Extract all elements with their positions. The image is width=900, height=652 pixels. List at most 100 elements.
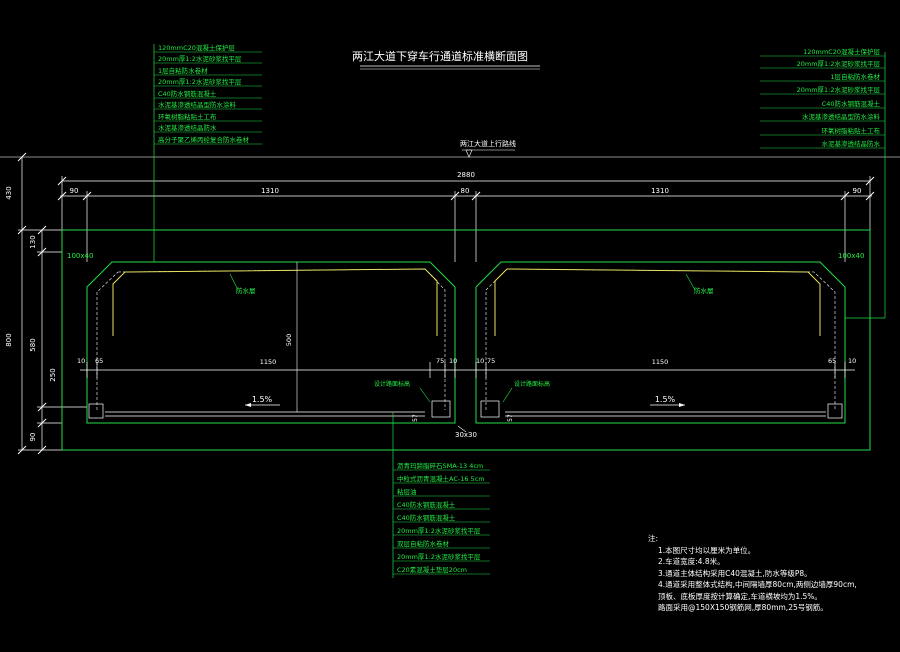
dim-10-a: 10 (77, 357, 85, 365)
note-6: 路面采用@150X150钢筋网,厚80mm,25号钢筋。 (658, 603, 828, 612)
right-cell (475, 261, 846, 424)
dim-57-a: 57 (412, 414, 419, 422)
drain-30x30-leader (457, 425, 467, 433)
drain-label-left: 设计路面标高 (374, 380, 410, 388)
dim-90-left: 90 (70, 187, 79, 195)
waterproof-leader-right (685, 273, 696, 291)
right-yellow-line (494, 268, 821, 336)
layer-tl-9: 高分子聚乙烯丙纶复合防水卷材 (158, 135, 250, 144)
layer-b-3: 粘层油 (397, 487, 417, 496)
dim-10-b: 10 (449, 357, 457, 365)
drain-label-right: 设计路面标高 (514, 380, 550, 388)
drain-leader-right (502, 387, 513, 403)
dim-250: 250 (49, 368, 57, 381)
layer-tl-6: 水泥基渗透结晶型防水涂料 (158, 100, 237, 109)
center-marker-icon (465, 149, 473, 158)
layer-callout-bottom (392, 412, 490, 578)
left-yellow-line (112, 268, 438, 336)
dim-ticks-left (17, 152, 47, 455)
layer-b-2: 中粒式沥青混凝土AC-16 5cm (397, 474, 485, 483)
layer-b-6: 20mm厚1:2水泥砂浆找平层 (397, 526, 481, 535)
dim-65-a: 65 (95, 357, 103, 365)
drain-box-right-1 (480, 400, 500, 418)
structure-outline (61, 229, 871, 451)
slope-arrowhead-right-icon (679, 403, 685, 407)
layer-tr-8: 水泥基渗透结晶防水 (822, 139, 881, 148)
notes-heading: 注: (648, 534, 659, 543)
layer-tl-1: 120mmC20混凝土保护层 (158, 43, 235, 52)
dim-1150-a: 1150 (260, 358, 277, 366)
note-4: 4.通道采用整体式结构,中间隔墙厚80cm,两侧边墙厚90cm, (658, 580, 857, 589)
dim-500: 500 (285, 334, 293, 346)
layer-tr-7: 环氧树脂粘贴土工布 (822, 126, 881, 135)
note-1: 1.本图尺寸均以厘米为单位。 (658, 545, 756, 555)
dim-1150-b: 1150 (652, 358, 669, 366)
layer-b-4: C40防水钢筋混凝土 (397, 500, 456, 509)
waterproof-label-right: 防水層 (694, 286, 714, 295)
dim-800: 800 (5, 333, 13, 346)
center-label: 两江大道上行路线 (460, 139, 516, 148)
layer-tl-4: 20mm厚1:2水泥砂浆找平层 (158, 77, 242, 86)
layer-tr-4: 20mm厚1:2水泥砂浆找平层 (797, 85, 881, 94)
layer-tr-6: 水泥基渗透结晶型防水涂料 (802, 112, 881, 121)
slope-right: 1.5% (655, 395, 676, 404)
layer-tr-1: 120mmC20混凝土保护层 (803, 47, 880, 56)
note-2: 2.车道宽度:4.8米。 (658, 557, 725, 566)
note-5: 顶板、底板厚度按计算确定,车道横坡均为1.5%。 (658, 591, 822, 601)
layer-tl-3: 1层自粘防水卷材 (158, 66, 208, 75)
drain-box-left-1 (88, 403, 104, 419)
layer-tl-2: 20mm厚1:2水泥砂浆找平层 (158, 54, 242, 63)
dim-10-d: 10 (848, 357, 856, 365)
slope-left: 1.5% (252, 395, 273, 404)
drain-30x30: 30x30 (455, 431, 477, 439)
right-inner-dashed (485, 268, 836, 410)
layer-b-8: 20mm厚1:2水泥砂浆找平层 (397, 552, 481, 561)
slope-arrowhead-left-icon (245, 403, 251, 407)
layer-tl-8: 水泥基渗透结晶防水 (158, 123, 217, 132)
dim-57-b: 57 (507, 414, 514, 422)
dim-90-bottom: 90 (29, 433, 37, 442)
drain-leader-left (419, 387, 431, 403)
dim-left (18, 157, 87, 451)
chamfer-right: 100x40 (838, 252, 864, 260)
drain-box-right-2 (827, 403, 843, 419)
layer-text-top-left: 120mmC20混凝土保护层 20mm厚1:2水泥砂浆找平层 1层自粘防水卷材 … (158, 43, 250, 144)
layer-tr-3: 1层自粘防水卷材 (830, 72, 880, 81)
chamfer-left: 100x40 (67, 252, 93, 260)
layer-b-9: C20素混凝土垫层20cm (397, 565, 467, 574)
dim-inner-horizontal (80, 362, 855, 378)
layer-b-7: 双层自粘防水卷材 (397, 539, 450, 548)
dim-1310-right: 1310 (651, 187, 669, 195)
layer-callout-top-right (760, 52, 886, 319)
notes-block: 注: 1.本图尺寸均以厘米为单位。 2.车道宽度:4.8米。 3.通道主体结构采… (648, 533, 888, 614)
layer-text-top-right: 120mmC20混凝土保护层 20mm厚1:2水泥砂浆找平层 1层自粘防水卷材 … (797, 47, 881, 148)
layer-callout-top-left (153, 44, 262, 262)
layer-tr-5: C40防水钢筋混凝土 (822, 99, 881, 108)
dim-top (60, 176, 872, 262)
left-cell (86, 261, 456, 424)
layer-tl-7: 环氧树脂粘贴土工布 (158, 112, 217, 121)
dim-430: 430 (5, 186, 13, 199)
dim-75-b: 75 (487, 357, 495, 365)
left-inner-dashed (96, 268, 446, 410)
road-surfaces (105, 411, 826, 417)
drain-box-left-2 (431, 400, 451, 418)
dim-130: 130 (29, 235, 37, 248)
layer-b-1: 沥青玛蹄脂碎石SMA-13 4cm (397, 461, 483, 470)
drawing-title: 两江大道下穿车行通道标准横断面图 (352, 49, 528, 63)
layer-tr-2: 20mm厚1:2水泥砂浆找平层 (797, 59, 881, 68)
dim-80: 80 (461, 187, 470, 195)
waterproof-label-left: 防水層 (236, 286, 256, 295)
layer-b-5: C40防水钢筋混凝土 (397, 513, 456, 522)
dim-ticks-top (57, 176, 875, 201)
dim-total-width: 2880 (457, 171, 475, 179)
dim-1310-left: 1310 (261, 187, 279, 195)
layer-tl-5: C40防水钢筋混凝土 (158, 89, 217, 98)
dim-75-a: 75 (436, 357, 444, 365)
dim-65-b: 65 (828, 357, 836, 365)
waterproof-leader-left (229, 273, 239, 291)
dim-580: 580 (29, 338, 37, 351)
note-3: 3.通道主体结构采用C40混凝土,防水等级P8。 (658, 568, 812, 578)
dim-10-c: 10 (476, 357, 484, 365)
